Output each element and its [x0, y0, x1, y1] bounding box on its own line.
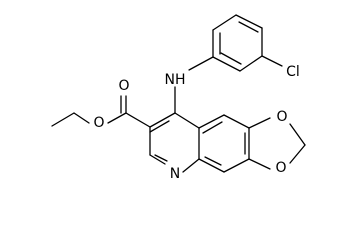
chemical-structure-diagram: NH Cl O O N O O — [51, 14, 306, 182]
atom-label-carbonyl-o: O — [118, 78, 129, 94]
bond-lines — [51, 14, 306, 173]
atom-label-cl: Cl — [286, 64, 300, 80]
atom-label-nh: NH — [165, 72, 186, 88]
atom-label-ester-o: O — [93, 115, 104, 131]
atom-label-dioxole-o-top: O — [276, 109, 287, 125]
atom-label-dioxole-o-bottom: O — [275, 160, 286, 176]
atom-label-ring-n: N — [170, 166, 180, 182]
